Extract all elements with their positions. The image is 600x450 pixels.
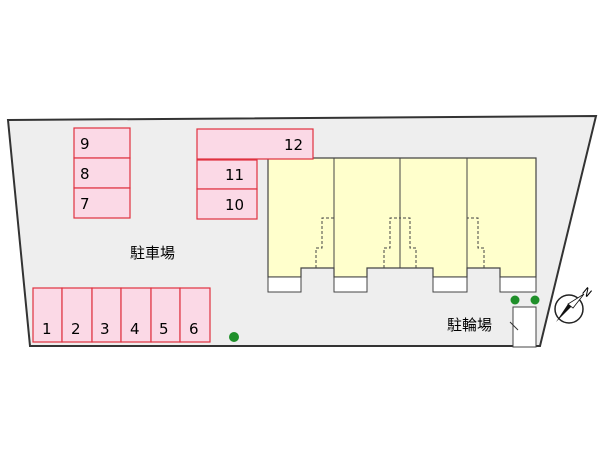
slot-number: 4: [130, 320, 140, 338]
parking-slot: [32, 287, 63, 343]
entrance-box: [333, 276, 368, 293]
slot-number: 10: [225, 196, 244, 214]
slot-number: 6: [189, 320, 199, 338]
parking-bottom-row: 1 2 3 4 5 6: [32, 287, 211, 343]
slot-number: 9: [80, 135, 90, 153]
parking-slot: [196, 128, 314, 160]
parking-slot: [179, 287, 211, 343]
compass-needle-tail: [567, 293, 585, 309]
parking-right-column: 11 10: [196, 159, 258, 220]
bicycle-parking: [509, 306, 537, 348]
entry-path: [400, 217, 417, 268]
slot-number: 1: [42, 320, 52, 338]
entrance-box: [432, 276, 468, 293]
parking-slot: [196, 188, 258, 220]
slot-number: 3: [100, 320, 110, 338]
tree-icon: [510, 295, 520, 305]
parking-slot: [61, 287, 93, 343]
compass-north-label: N: [579, 285, 594, 300]
entrance-box: [267, 276, 302, 293]
bicycle-parking-label: 駐輪場: [447, 316, 492, 334]
entry-path: [315, 217, 334, 268]
slot-number: 8: [80, 165, 90, 183]
tree-icon: [229, 332, 239, 342]
parking-left-column: 9 8 7: [73, 127, 131, 219]
bicycle-shed: [512, 306, 537, 348]
leader-line: [509, 321, 519, 331]
slot-number: 12: [284, 136, 303, 154]
parking-slot: [196, 159, 258, 190]
parking-slot: [73, 187, 131, 219]
entry-path: [383, 217, 400, 268]
slot-number: 2: [71, 320, 81, 338]
building: [267, 157, 537, 293]
compass: N: [554, 285, 594, 324]
parking-slot: [120, 287, 152, 343]
building-outline: [267, 157, 537, 278]
parking-label: 駐車場: [130, 244, 175, 262]
tree-icon: [530, 295, 540, 305]
slot-number: 5: [159, 320, 169, 338]
slot-number: 7: [80, 195, 90, 213]
entry-path: [467, 217, 485, 268]
slot-number: 11: [225, 166, 244, 184]
entrance-box: [499, 276, 537, 293]
parking-top-wide: 12: [196, 128, 314, 160]
